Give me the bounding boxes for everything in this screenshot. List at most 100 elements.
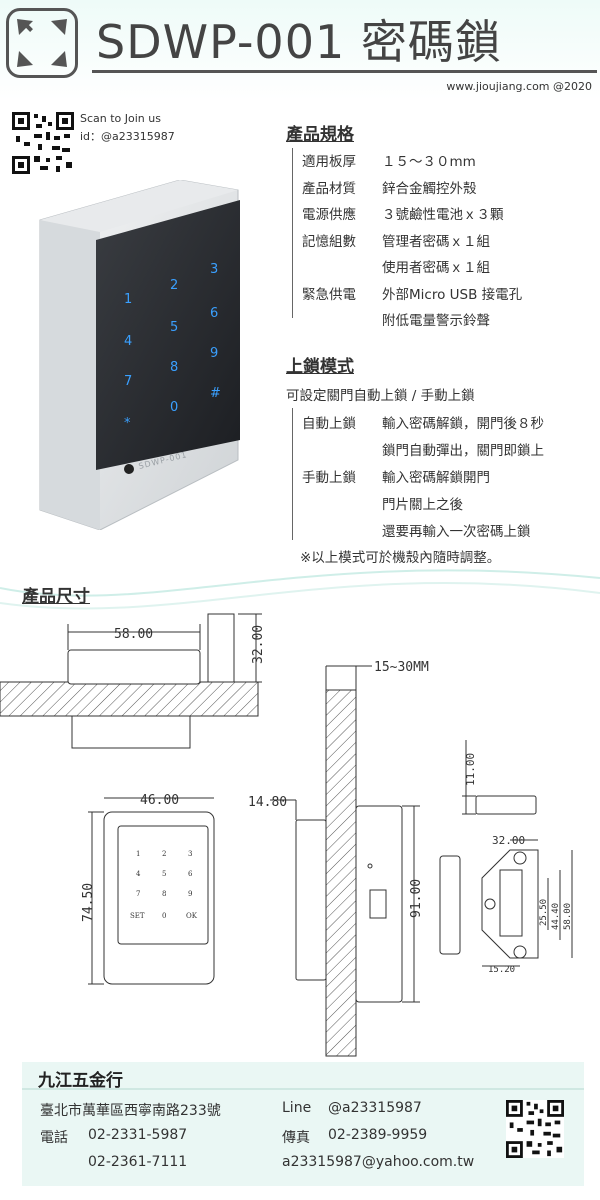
dim-15-20: 15.20	[488, 965, 515, 975]
spec-value: ３號鹼性電池ｘ３顆	[382, 207, 504, 223]
lock-row: 門片關上之後	[302, 493, 594, 520]
fax-label: 傳真	[282, 1130, 310, 1146]
key-2[interactable]: 2	[170, 278, 179, 293]
drawing-key: 9	[188, 890, 192, 898]
address: 臺北市萬華區西寧南路233號	[40, 1103, 221, 1119]
dim-14-80: 14.80	[248, 795, 287, 810]
sensor-hole	[124, 464, 134, 474]
lock-row: 手動上鎖 輸入密碼解鎖開門	[302, 466, 594, 493]
lock-value: 鎖門自動彈出，關門即鎖上	[382, 443, 544, 459]
drawing-keypad: 1 2 3 4 5 6 7 8 9 SET 0 OK	[130, 850, 198, 920]
spec-value: 附低電量警示鈴聲	[382, 313, 490, 329]
key-8[interactable]: 8	[170, 360, 179, 375]
spec-row: 使用者密碼ｘ１組	[302, 256, 592, 283]
lock-label: 手動上鎖	[302, 470, 356, 486]
drawing-key: 2	[162, 850, 166, 858]
line-label: Line	[282, 1100, 312, 1116]
lock-row: 鎖門自動彈出，關門即鎖上	[302, 439, 594, 466]
drawing-key: 0	[162, 912, 166, 920]
header-background	[0, 0, 600, 100]
spec-label: 適用板厚	[302, 154, 356, 170]
lock-value: 輸入密碼解鎖，開門後８秒	[382, 416, 544, 432]
spec-label: 緊急供電	[302, 286, 356, 303]
keypad: 3 2 1 6 5 4 9 8 7 # 0 * SDWP-001	[30, 180, 240, 530]
email-link[interactable]: a23315987@yahoo.com.tw	[282, 1154, 475, 1170]
dim-91: 91.00	[409, 879, 424, 918]
dim-15-30: 15~30MM	[374, 660, 429, 675]
key-3[interactable]: 3	[210, 262, 219, 277]
spec-row: 附低電量警示鈴聲	[302, 309, 592, 336]
lock-value: 還要再輸入一次密碼上鎖	[382, 524, 531, 540]
phone-2[interactable]: 02-2361-7111	[88, 1154, 188, 1170]
spec-value: 管理者密碼ｘ１組	[382, 233, 490, 250]
line-id-text: id：@a23315987	[80, 130, 175, 143]
lock-mode-intro: 可設定關門自動上鎖 / 手動上鎖	[286, 388, 475, 404]
title-underline	[92, 70, 597, 73]
specs-divider	[292, 148, 293, 318]
dim-11: 11.00	[464, 753, 477, 786]
dimension-drawings: 1 2 3 4 5 6 7 8 9 SET 0 OK 58.00 32.00 1…	[0, 613, 573, 1057]
spec-label: 記憶組數	[302, 233, 356, 250]
key-9[interactable]: 9	[210, 346, 219, 361]
drawing-key: SET	[130, 912, 145, 920]
drawing-key: 3	[188, 850, 192, 858]
dim-32: 32.00	[251, 625, 266, 664]
lock-mode-divider	[292, 408, 293, 540]
device-photo: 3 2 1 6 5 4 9 8 7 # 0 * SDWP-001	[30, 179, 240, 531]
drawing-key: 8	[162, 890, 166, 898]
footer	[22, 1062, 584, 1186]
qr-code[interactable]	[12, 112, 74, 174]
drawing-key: 1	[136, 850, 140, 858]
lock-value: 門片關上之後	[382, 497, 463, 513]
key-4[interactable]: 4	[124, 334, 133, 349]
lock-mode-note: ※以上模式可於機殼內隨時調整。	[300, 550, 501, 566]
phone-1[interactable]: 02-2331-5987	[88, 1127, 188, 1143]
website-text: www.jioujiang.com @2020	[446, 80, 592, 93]
dim-44-40: 44.40	[551, 903, 561, 930]
spec-value: 鋅合金觸控外殼	[382, 180, 477, 197]
spec-value: 外部Micro USB 接電孔	[382, 286, 523, 303]
footer-divider	[22, 1088, 584, 1090]
key-star[interactable]: *	[124, 416, 131, 431]
spec-row: 電源供應 ３號鹼性電池ｘ３顆	[302, 203, 592, 230]
dim-74-50: 74.50	[81, 883, 96, 922]
spec-value: 使用者密碼ｘ１組	[382, 260, 490, 276]
drawing-key: 4	[136, 870, 141, 878]
footer-qr-code[interactable]	[506, 1100, 564, 1158]
decorative-wave	[0, 569, 600, 610]
drawing-key: 6	[188, 870, 193, 878]
lock-value: 輸入密碼解鎖開門	[382, 470, 490, 486]
company-name: 九江五金行	[38, 1071, 123, 1091]
spec-row: 記憶組數 管理者密碼ｘ１組	[302, 230, 592, 257]
lock-mode-heading: 上鎖模式	[286, 357, 354, 377]
lock-row: 自動上鎖 輸入密碼解鎖，開門後８秒	[302, 412, 594, 439]
device-brand-engraving: SDWP-001	[137, 450, 189, 471]
spec-value: １５～３０mm	[382, 154, 476, 170]
drawing-key: 7	[136, 890, 140, 898]
lock-mode-list: 自動上鎖 輸入密碼解鎖，開門後８秒 鎖門自動彈出，關門即鎖上 手動上鎖 輸入密碼解鎖…	[302, 412, 594, 547]
spec-label: 電源供應	[302, 207, 356, 223]
specs-list: 適用板厚 １５～３０mm 產品材質 鋅合金觸控外殼 電源供應 ３號鹼性電池ｘ３顆 記憶…	[302, 150, 592, 336]
spec-label: 產品材質	[302, 180, 356, 197]
phone-label: 電話	[40, 1130, 68, 1146]
key-hash[interactable]: #	[210, 386, 221, 401]
spec-row: 產品材質 鋅合金觸控外殼	[302, 177, 592, 204]
lock-label: 自動上鎖	[302, 416, 356, 432]
key-5[interactable]: 5	[170, 320, 179, 335]
key-7[interactable]: 7	[124, 374, 133, 389]
logo	[6, 8, 78, 78]
drawing-key: OK	[186, 912, 198, 920]
key-0[interactable]: 0	[170, 400, 179, 415]
lock-row: 還要再輸入一次密碼上鎖	[302, 520, 594, 547]
key-1[interactable]: 1	[124, 292, 133, 307]
scan-text: Scan to Join us	[80, 112, 161, 125]
specs-heading: 產品規格	[286, 125, 354, 145]
key-6[interactable]: 6	[210, 306, 219, 321]
dim-32b: 32.00	[492, 834, 525, 847]
arrows-icon	[17, 19, 67, 67]
line-id[interactable]: @a23315987	[328, 1100, 422, 1116]
dimensions-heading: 產品尺寸	[22, 587, 90, 607]
fax-number: 02-2389-9959	[328, 1127, 428, 1143]
spec-row: 緊急供電 外部Micro USB 接電孔	[302, 283, 592, 310]
dim-58: 58.00	[114, 627, 153, 642]
